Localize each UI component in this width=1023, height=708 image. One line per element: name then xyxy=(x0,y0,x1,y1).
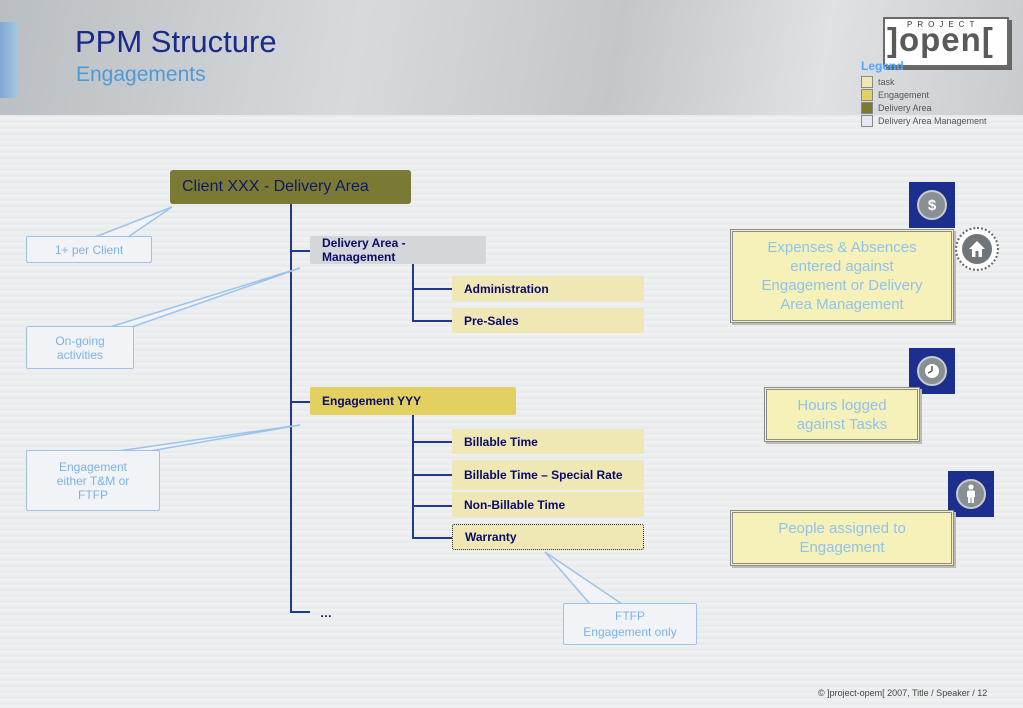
more-nodes-ellipsis: … xyxy=(320,606,332,620)
house-glyph xyxy=(969,241,985,257)
clock-icon xyxy=(909,348,955,394)
callout-engagement-type: Engagement either T&M or FTFP xyxy=(26,450,160,511)
legend-item-engagement: Engagement xyxy=(861,89,929,101)
project-open-logo: PROJECT ]open[ xyxy=(883,17,1009,67)
sub-trunk-line xyxy=(412,264,414,321)
task-node-pre-sales: Pre-Sales xyxy=(452,308,644,333)
sub-trunk-line xyxy=(412,415,414,538)
delivery-area-management-node: Delivery Area - Management xyxy=(310,236,486,264)
clock-glyph xyxy=(925,364,939,378)
slide-footer: © ]project-opem[ 2007, Title / Speaker /… xyxy=(818,688,988,698)
branch-line xyxy=(290,611,310,613)
legend-swatch xyxy=(861,115,873,127)
callout-tail xyxy=(117,424,301,452)
branch-line xyxy=(412,288,452,290)
task-node-non-billable-time: Non-Billable Time xyxy=(452,492,644,517)
callout-tail xyxy=(109,267,301,328)
task-node-administration: Administration xyxy=(452,276,644,301)
logo-small-text: PROJECT xyxy=(907,20,980,29)
task-node-warranty: Warranty xyxy=(452,524,644,550)
legend-item-delivery-area: Delivery Area xyxy=(861,102,932,114)
tree-trunk-line xyxy=(290,204,292,612)
branch-line xyxy=(412,537,452,539)
legend-item-task: task xyxy=(861,76,895,88)
legend-swatch xyxy=(861,102,873,114)
legend-title: Legend xyxy=(861,59,904,73)
header-band xyxy=(0,0,1023,115)
branch-line xyxy=(412,441,452,443)
person-glyph xyxy=(967,484,975,503)
callout-ftfp-only: FTFP Engagement only xyxy=(563,603,697,645)
note-people-assigned: People assigned to Engagement xyxy=(730,510,954,566)
branch-line xyxy=(412,474,452,476)
callout-tail xyxy=(544,551,625,605)
header-accent-bar xyxy=(0,22,18,98)
branch-line xyxy=(412,320,452,322)
branch-line xyxy=(290,250,310,252)
house-icon xyxy=(955,227,999,271)
callout-tail xyxy=(94,206,173,238)
task-node-billable-time: Billable Time xyxy=(452,429,644,454)
legend-swatch xyxy=(861,76,873,88)
page-title: PPM Structure xyxy=(75,24,277,59)
legend-swatch xyxy=(861,89,873,101)
branch-line xyxy=(412,505,452,507)
branch-line xyxy=(290,401,310,403)
note-expenses-absences: Expenses & Absences entered against Enga… xyxy=(730,229,954,323)
logo-big-text: ]open[ xyxy=(887,21,994,58)
person-icon xyxy=(948,471,994,517)
page-subtitle: Engagements xyxy=(76,63,206,86)
money-icon: $ xyxy=(909,182,955,228)
delivery-area-node: Client XXX - Delivery Area xyxy=(170,170,411,204)
legend-item-delivery-area-management: Delivery Area Management xyxy=(861,115,987,127)
callout-ongoing-activities: On-going activities xyxy=(26,326,134,369)
engagement-node: Engagement YYY xyxy=(310,387,516,415)
task-node-billable-time-special-rate: Billable Time – Special Rate xyxy=(452,460,644,490)
callout-per-client: 1+ per Client xyxy=(26,236,152,263)
note-hours-logged: Hours logged against Tasks xyxy=(764,387,920,442)
